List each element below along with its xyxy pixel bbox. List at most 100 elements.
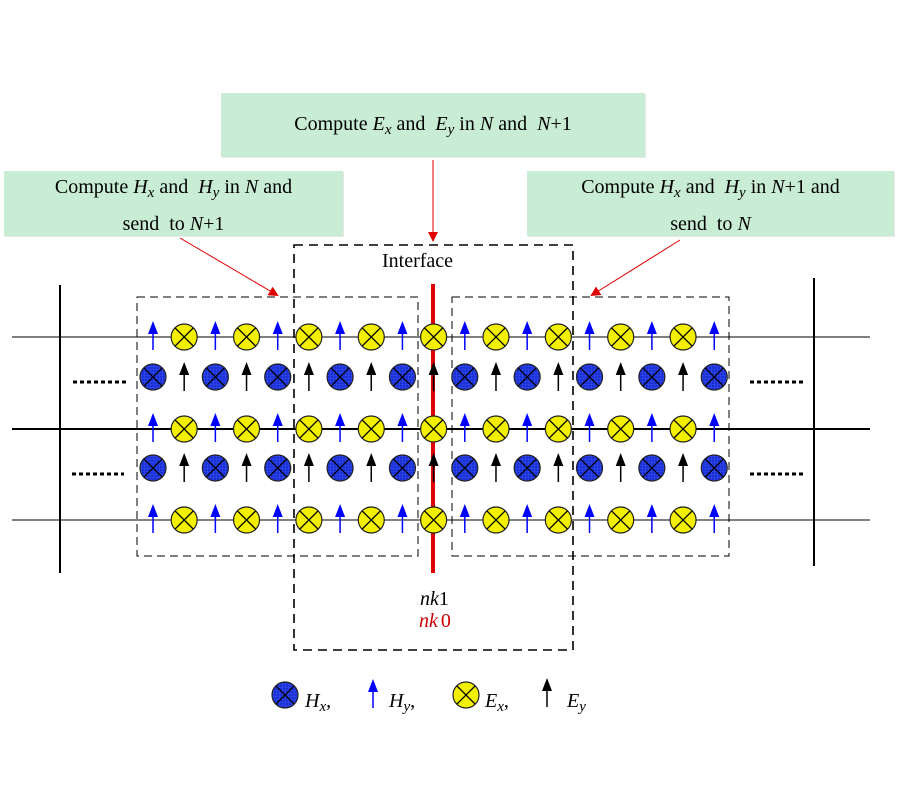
hy-arrow-icon	[335, 321, 346, 350]
sub-x: x	[384, 122, 392, 138]
ey-arrow-icon	[615, 362, 626, 391]
hy-arrow-icon	[397, 321, 408, 350]
hy-arrow-icon	[397, 504, 408, 533]
ex-node-icon	[232, 415, 261, 443]
var: E	[567, 690, 580, 712]
hx-node-icon	[638, 363, 666, 391]
hy-arrow-icon	[646, 413, 657, 442]
sep: ,	[410, 690, 416, 712]
ey-arrow-icon	[241, 362, 252, 391]
hx-node-icon	[700, 454, 728, 482]
var-h: H	[133, 176, 148, 198]
sep: ,	[326, 690, 332, 712]
ey-arrow-icon	[303, 453, 314, 482]
legend-ex-label: Ex,	[485, 690, 509, 716]
var-n: N	[771, 176, 785, 198]
ex-node-icon	[170, 506, 198, 534]
ey-arrow-icon	[553, 453, 564, 482]
var-nk: nk	[419, 610, 438, 632]
hx-node-icon	[388, 454, 417, 482]
sub: y	[403, 699, 411, 715]
ey-arrow-icon	[303, 362, 314, 391]
hy-arrow-icon	[709, 413, 720, 442]
var-n: N	[737, 213, 751, 235]
ex-node-icon	[170, 415, 198, 443]
ex-node-icon	[295, 506, 323, 534]
hx-node-icon	[139, 363, 167, 391]
var-n: N	[189, 213, 204, 235]
callout-line-2: send to N	[527, 209, 894, 240]
var: H	[389, 690, 404, 712]
callout-text: in	[745, 176, 772, 198]
hy-arrow-icon	[584, 413, 595, 442]
callout-text: +1	[203, 213, 225, 235]
ex-node-icon	[669, 415, 697, 443]
hx-node-icon	[201, 363, 229, 391]
ex-node-icon	[669, 323, 697, 351]
ex-node-icon	[420, 323, 448, 351]
sub-y: y	[212, 185, 220, 201]
hy-arrow-icon	[646, 321, 657, 350]
sub: x	[319, 699, 327, 715]
var-h: H	[198, 176, 213, 198]
ex-node-icon	[544, 415, 572, 443]
ey-arrow-icon	[366, 453, 377, 482]
ex-node-icon	[295, 415, 323, 443]
hy-arrow-icon	[397, 413, 408, 442]
hy-arrow-icon	[584, 321, 595, 350]
callout-text: +1 and	[784, 176, 840, 198]
var: E	[485, 690, 498, 712]
hy-arrow-icon	[522, 321, 533, 350]
var-n: N	[479, 113, 494, 135]
ex-node-icon	[607, 506, 635, 534]
hy-arrow-icon	[148, 321, 158, 350]
ex-node-icon	[482, 415, 510, 443]
var-h: H	[724, 176, 740, 198]
ey-arrow-icon	[615, 453, 626, 482]
ex-node-icon	[607, 415, 635, 443]
ex-node-icon	[232, 323, 261, 351]
ex-node-icon	[420, 415, 448, 443]
legend-hy-label: Hy,	[389, 690, 415, 716]
hy-arrow-icon	[459, 504, 470, 533]
sub-y: y	[739, 185, 746, 201]
hx-node-icon	[451, 454, 479, 482]
legend-ex-icon	[452, 681, 480, 709]
left-callout-arrow	[179, 237, 279, 297]
callout-text: send to	[122, 213, 190, 235]
hy-arrow-icon	[272, 504, 283, 533]
hx-node-icon	[700, 363, 728, 391]
var-n: N	[537, 113, 551, 135]
ey-arrow-icon	[553, 362, 564, 391]
callout-text: send to	[670, 213, 738, 235]
callout-text: Compute	[54, 176, 134, 198]
legend-hx-label: Hx,	[305, 690, 331, 716]
ey-arrow-icon	[678, 453, 689, 482]
sub-x: x	[147, 185, 155, 201]
legend-ey-icon	[542, 678, 552, 707]
ex-node-icon	[357, 506, 385, 534]
sub-y: y	[447, 122, 455, 138]
callout-line-1: Compute Hx and Hy in N+1 and	[527, 172, 894, 209]
hy-arrow-icon	[210, 504, 221, 533]
sep: ,	[503, 690, 509, 712]
index: 1	[438, 588, 449, 610]
hx-node-icon	[388, 363, 417, 391]
left-domain-box	[136, 296, 419, 557]
var-e: E	[435, 113, 448, 135]
var-h: H	[659, 176, 675, 198]
interface-label: Interface	[382, 250, 454, 272]
hy-arrow-icon	[459, 321, 470, 350]
callout-line-1: Compute Hx and Hy in N and	[4, 172, 343, 209]
legend-ey-label: Ey	[567, 690, 586, 716]
ey-arrow-icon	[241, 453, 252, 482]
hy-arrow-icon	[459, 413, 470, 442]
hy-arrow-icon	[709, 321, 720, 350]
var-nk: nk	[420, 588, 439, 610]
callout-text: and	[493, 113, 538, 135]
legend-hy-icon	[368, 679, 378, 708]
ex-node-icon	[544, 323, 572, 351]
hx-node-icon	[575, 454, 604, 482]
ey-arrow-icon	[490, 453, 501, 482]
